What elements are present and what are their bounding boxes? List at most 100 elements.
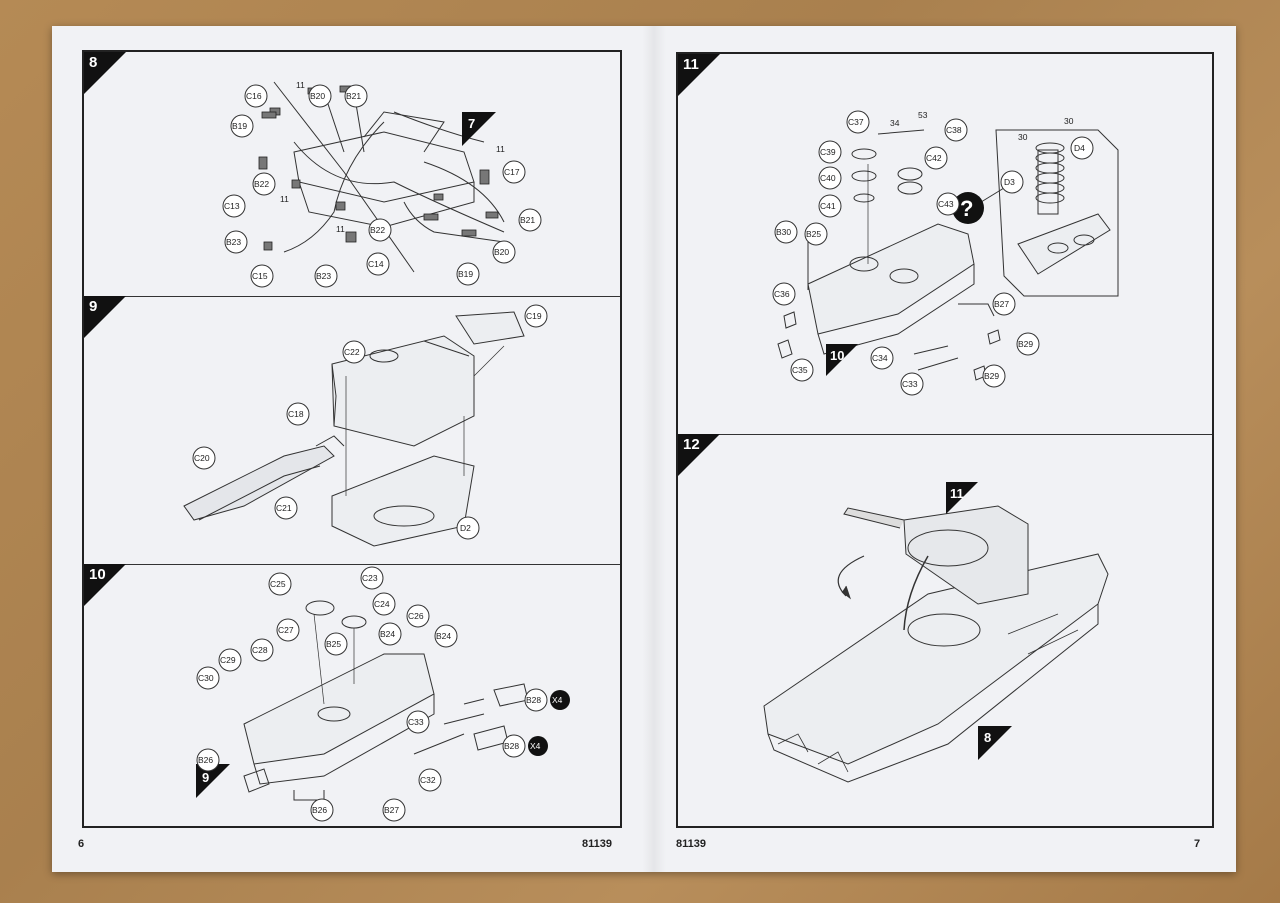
part-label: C21 [276, 503, 292, 513]
part-label: B26 [198, 755, 213, 765]
number-label: 30 [1018, 132, 1028, 142]
number-label: 11 [496, 144, 505, 154]
ref-step-11: 11 [950, 486, 964, 501]
step-number: 11 [683, 56, 699, 73]
part-label: D2 [460, 523, 471, 533]
part-label: C40 [820, 173, 836, 183]
part-label: B29 [1018, 339, 1033, 349]
svg-text:?: ? [960, 196, 973, 221]
part-label: B22 [370, 225, 385, 235]
ref-step-10: 10 [830, 348, 844, 363]
part-label: D4 [1074, 143, 1085, 153]
part-label: C20 [194, 453, 210, 463]
divider [84, 564, 620, 565]
part-label: B25 [326, 639, 341, 649]
part-label: C38 [946, 125, 962, 135]
part-label: B19 [458, 269, 473, 279]
step-12-badge: 12 [678, 434, 720, 476]
part-label: B24 [436, 631, 451, 641]
part-label: C23 [362, 573, 378, 583]
part-label: C37 [848, 117, 864, 127]
catalog-code: 81139 [582, 838, 612, 850]
part-label: B21 [346, 91, 361, 101]
step-11-drawing: ? 10 C37 C38 C39 C42 C40 C41 C43 B30 B25… [772, 110, 1119, 396]
divider [678, 434, 1212, 435]
step-number: 12 [683, 436, 700, 453]
part-label: C36 [774, 289, 790, 299]
part-label: B19 [232, 121, 247, 131]
part-label: C32 [420, 775, 436, 785]
part-label: C22 [344, 347, 360, 357]
step-8-drawing: 7 C16 B20 B21 B19 B22 C13 B23 C15 B23 C1… [222, 80, 542, 288]
part-label: C16 [246, 91, 262, 101]
right-page: 11 [666, 26, 1236, 872]
number-label: 11 [296, 80, 305, 90]
part-label: C35 [792, 365, 808, 375]
left-page: 8 [52, 26, 642, 872]
number-label: 11 [336, 224, 345, 234]
part-label: C28 [252, 645, 268, 655]
part-label: C26 [408, 611, 424, 621]
ref-step-9: 9 [202, 770, 209, 785]
number-label: 11 [280, 194, 289, 204]
ref-step-7: 7 [468, 116, 475, 131]
part-label: C34 [872, 353, 888, 363]
part-label: C18 [288, 409, 304, 419]
page-number: 6 [78, 838, 85, 850]
part-label: B20 [494, 247, 509, 257]
number-label: 34 [890, 118, 900, 128]
part-label: C15 [252, 271, 268, 281]
part-label: C13 [224, 201, 240, 211]
step-11-badge: 11 [678, 54, 720, 96]
instruction-sheet: 8 [52, 26, 1236, 872]
ref-step-8: 8 [984, 730, 991, 745]
step-number: 9 [89, 298, 98, 315]
part-label: B23 [316, 271, 331, 281]
part-label: C25 [270, 579, 286, 589]
step-10-drawing: 9 C25 C23 C24 C27 C28 C29 C30 B25 B24 C2… [196, 566, 570, 822]
part-label: B20 [310, 91, 325, 101]
part-label: B22 [254, 179, 269, 189]
question-icon [952, 192, 984, 224]
multiplier-badge: X4 [552, 695, 563, 705]
part-label: C30 [198, 673, 214, 683]
part-label: B27 [384, 805, 399, 815]
part-label: B26 [312, 805, 327, 815]
part-label: C41 [820, 201, 836, 211]
part-label: C19 [526, 311, 542, 321]
step-number: 8 [89, 54, 98, 71]
part-label: C17 [504, 167, 520, 177]
part-label: D3 [1004, 177, 1015, 187]
part-label: B21 [520, 215, 535, 225]
part-label: B29 [984, 371, 999, 381]
part-label: C14 [368, 259, 384, 269]
part-label: C33 [408, 717, 424, 727]
page-number: 7 [1194, 838, 1201, 850]
part-label: C27 [278, 625, 294, 635]
step-10-badge: 10 [84, 564, 126, 606]
number-label: 30 [1064, 116, 1074, 126]
part-label: B24 [380, 629, 395, 639]
part-label: C29 [220, 655, 236, 665]
step-9-badge: 9 [84, 296, 126, 338]
part-label: C33 [902, 379, 918, 389]
divider [84, 296, 620, 297]
step-9-drawing: C19 C22 C18 C20 C21 D2 [183, 304, 548, 547]
catalog-code: 81139 [676, 838, 706, 850]
left-frame: 8 [82, 50, 622, 828]
step-8-badge: 8 [84, 52, 126, 94]
part-label: B30 [776, 227, 791, 237]
step-12-drawing: 11 8 [763, 482, 1109, 783]
part-label: C39 [820, 147, 836, 157]
part-label: C24 [374, 599, 390, 609]
right-frame: 11 [676, 52, 1214, 828]
part-label: B23 [226, 237, 241, 247]
part-label: B28 [504, 741, 519, 751]
number-label: 53 [918, 110, 928, 120]
multiplier-badge: X4 [530, 741, 541, 751]
part-label: C43 [938, 199, 954, 209]
part-label: B28 [526, 695, 541, 705]
part-label: B25 [806, 229, 821, 239]
step-number: 10 [89, 566, 106, 583]
part-label: C42 [926, 153, 942, 163]
